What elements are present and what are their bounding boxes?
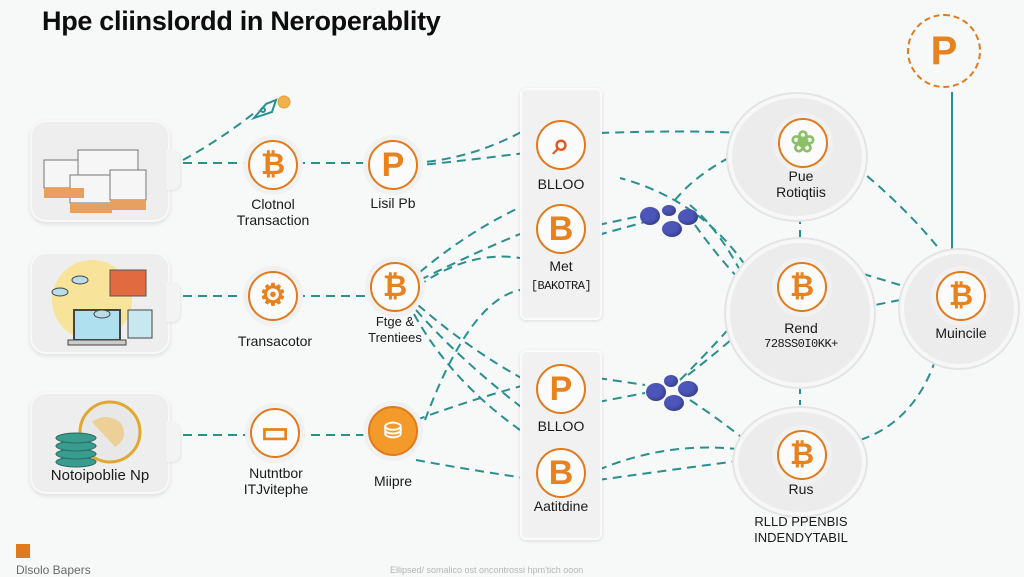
node-label: Rus [788, 481, 814, 497]
hub-dot [662, 221, 682, 237]
node-bitcoin-rus[interactable]: ₿ [777, 430, 827, 480]
hub-dot [662, 205, 676, 216]
node-bitcoin-fees[interactable]: ₿ [370, 262, 420, 312]
b-coin-icon: B [548, 210, 574, 248]
link-p-panel-b [411, 152, 526, 167]
link-p-panel [411, 129, 526, 164]
card-connector [166, 150, 180, 190]
node-label: Muincile [935, 325, 987, 341]
link-panel1-hub2 [597, 221, 646, 236]
card-connector [166, 282, 180, 322]
link-card1-pen [182, 109, 259, 161]
p-coin-icon: P [549, 370, 573, 408]
link-muincile-rus [859, 344, 941, 441]
link-muincile-rend [849, 269, 901, 286]
link-btc-panel2c [413, 313, 521, 431]
node-wallet[interactable]: ⛁ [368, 406, 418, 456]
link-panel1-right [599, 130, 746, 134]
devices-network-icon [51, 260, 153, 346]
node-label: Lisil Pb [370, 195, 416, 211]
link-btc-panel1b [419, 231, 526, 281]
hub-dot [678, 209, 698, 225]
node-label: Miipre [373, 473, 413, 489]
monitor-icon: ▭ [260, 416, 290, 449]
link-muincile-pue [859, 169, 956, 271]
panel-node-p[interactable]: P [536, 364, 586, 414]
search-coin-icon: ⌕ [552, 128, 570, 161]
hub-dot [640, 207, 660, 225]
wallet-icon: ⛁ [383, 418, 403, 443]
node-label: Rend 728SS0I0KK+ [764, 320, 838, 351]
source-card-label: Notoipoblie Np [50, 467, 150, 484]
link-panel1-hub [597, 214, 646, 226]
panel-node-search[interactable]: ⌕ [536, 120, 586, 170]
panel-item-label: Aatitdine [533, 498, 589, 514]
source-card-servers[interactable] [30, 120, 180, 222]
node-label: Transacotor [237, 333, 313, 349]
link-hub2-rend [679, 309, 746, 381]
bitcoin-icon: ₿ [260, 148, 286, 181]
hub-dot [664, 395, 684, 411]
link-btc-panel1c [417, 255, 521, 287]
node-bitcoin-muincile[interactable]: ₿ [936, 271, 986, 321]
link-hub2-rend2 [687, 324, 749, 376]
node-monitor[interactable]: ▭ [250, 408, 300, 458]
node-gear-transactor[interactable]: ⚙ [248, 271, 298, 321]
link-wallet-panel2b [415, 459, 526, 479]
source-card-globe[interactable]: Notoipoblie Np [30, 392, 180, 494]
gear-icon: ⚙ [259, 279, 287, 312]
node-label: Pue Rotiqtiis [776, 168, 826, 200]
service-panel-bottom[interactable]: P BLLOO B Aatitdine [520, 350, 602, 540]
b-coin-icon: B [548, 454, 574, 492]
panel-node-b[interactable]: B [536, 448, 586, 498]
hub-dot [646, 383, 666, 401]
footer-brand: Dlsolo Bapers [16, 563, 91, 577]
link-btc-panel1 [419, 204, 526, 273]
p-coin-icon: P [381, 146, 405, 184]
bitcoin-icon: ₿ [789, 270, 815, 303]
link-btc-panel2b [415, 309, 526, 411]
node-p-coin[interactable]: P [368, 140, 418, 190]
node-bitcoin-transaction[interactable]: ₿ [248, 140, 298, 190]
link-panel2-hub [597, 377, 646, 386]
link-panel2-hub2 [597, 392, 646, 403]
node-label: Nutntbor ITJvitephe [243, 465, 309, 497]
link-btc-panel2 [417, 304, 526, 381]
panel-item-label: BLLOO [537, 176, 585, 192]
source-card-devices[interactable] [30, 252, 180, 354]
pen-coin-icon [250, 98, 278, 121]
panel-item-label: BLLOO [537, 418, 585, 434]
link-panel2-rus2 [597, 459, 746, 481]
link-hub2-rus [689, 399, 746, 441]
link-panel2-rus [597, 446, 746, 471]
bitcoin-icon: ₿ [948, 279, 974, 312]
hub-dot [678, 381, 698, 397]
node-frog[interactable]: ❀ [778, 118, 828, 168]
diagram-title: Hpe cliinslordd in Neroperablity [42, 6, 441, 36]
card-connector [166, 422, 180, 462]
bottom-right-caption: RLLD PPENBIS INDENDYTABIL [754, 514, 848, 545]
brand-logo-icon [16, 544, 30, 558]
node-label: Clotnol Transaction [236, 196, 310, 228]
link-up-panel1 [424, 289, 521, 421]
link-muincile-rend2 [849, 299, 901, 311]
p-coin-icon: P [930, 28, 958, 73]
hub-dot [664, 375, 678, 387]
frog-icon: ❀ [790, 126, 816, 159]
bitcoin-icon: ₿ [789, 438, 815, 471]
panel-item-label: Met [549, 258, 573, 274]
server-blocks-icon [43, 149, 147, 213]
panel-node-b[interactable]: B [536, 204, 586, 254]
globe-database-icon [55, 400, 142, 468]
node-label: Ftge & Trentiees [368, 314, 422, 345]
node-bitcoin-rend[interactable]: ₿ [777, 262, 827, 312]
service-panel-top[interactable]: ⌕ BLLOO B Met [BAKOTRA] [520, 88, 602, 320]
bitcoin-icon: ₿ [382, 270, 408, 303]
top-right-badge[interactable]: P [907, 14, 981, 88]
footer-caption: Ellipsed/ somalico ost oncontrossi hpm't… [390, 565, 584, 575]
link-hub-rend [689, 204, 746, 281]
link-hub-rend2 [694, 224, 746, 286]
panel-item-sublabel: [BAKOTRA] [530, 279, 592, 293]
